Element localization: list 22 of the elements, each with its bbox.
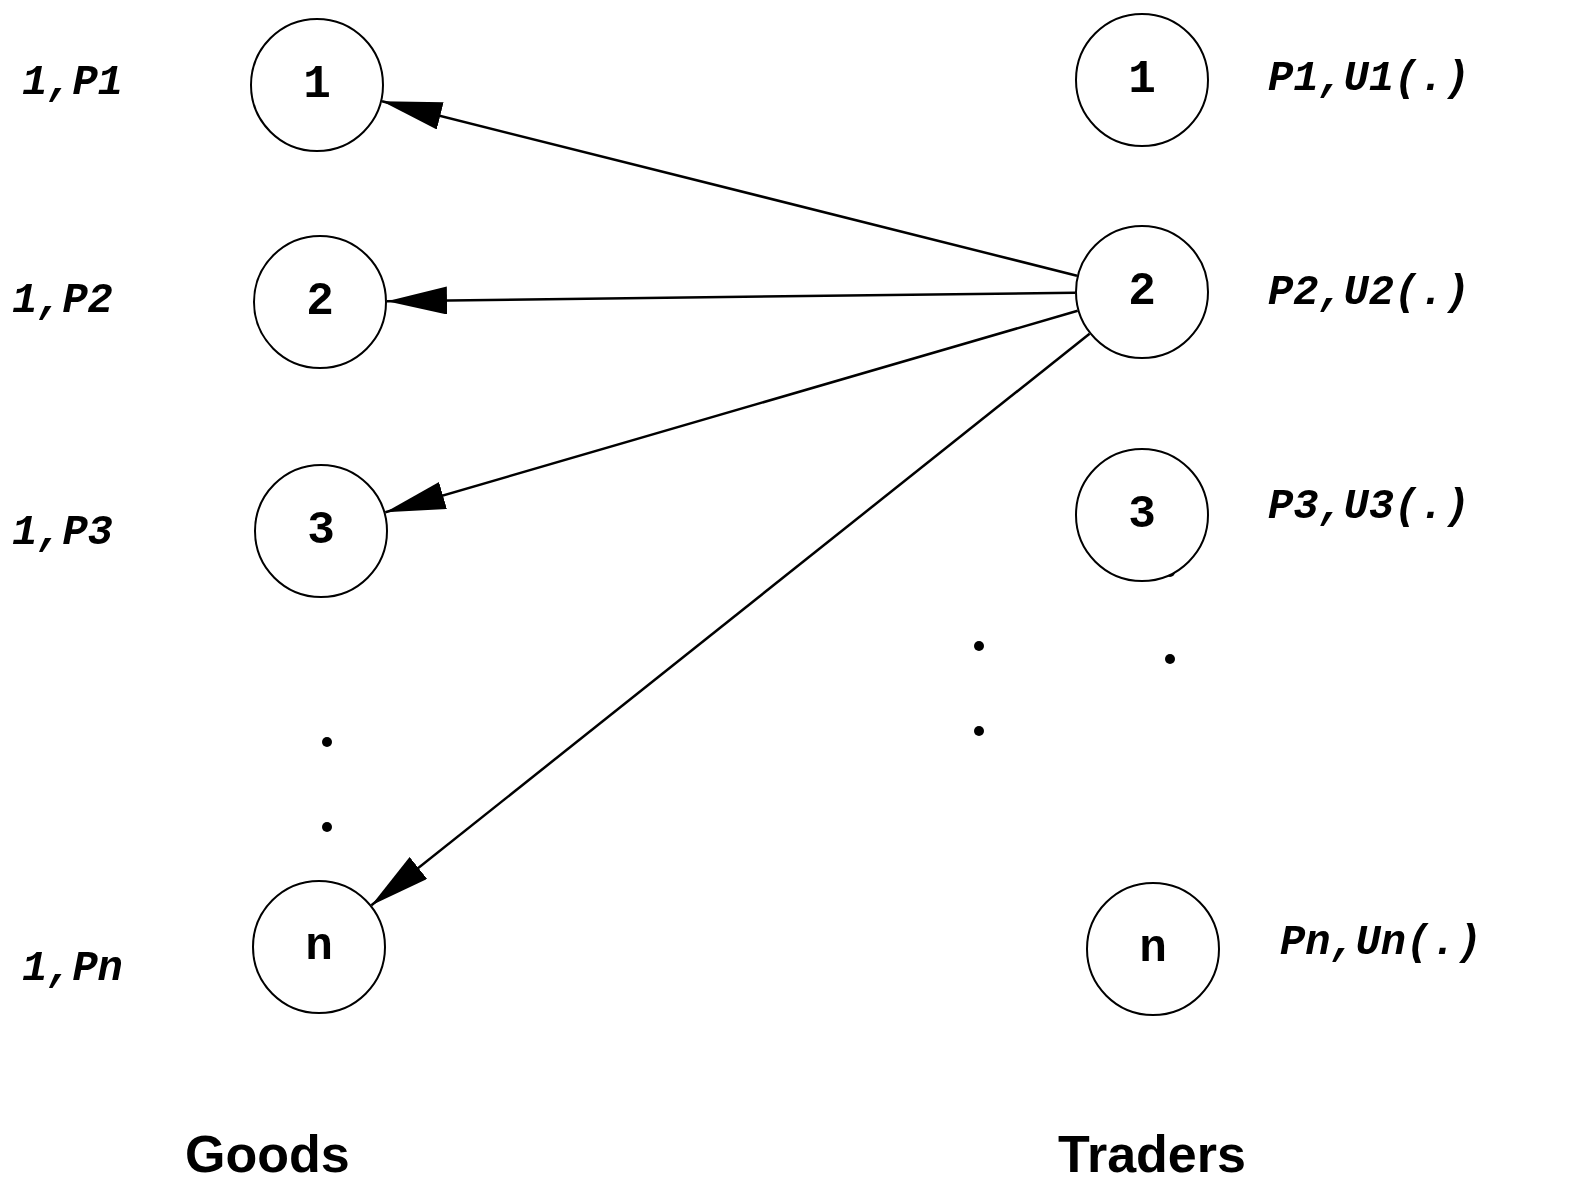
column-heading: Goods <box>185 1128 350 1180</box>
node-caption: 1,P2 <box>12 280 113 322</box>
node-number: 1 <box>303 62 331 108</box>
arrow <box>387 286 1076 315</box>
node-number: 2 <box>306 279 334 325</box>
node-number: 2 <box>1128 269 1156 315</box>
node-number: n <box>305 924 333 970</box>
node-caption: P3,U3(.) <box>1268 486 1470 528</box>
node-caption: 1,Pn <box>22 948 123 990</box>
node-number: 3 <box>307 508 335 554</box>
column-heading: Traders <box>1058 1128 1246 1180</box>
node-number: 1 <box>1128 57 1156 103</box>
node-caption: P1,U1(.) <box>1268 58 1470 100</box>
node-number: n <box>1139 926 1167 972</box>
node-caption: P2,U2(.) <box>1268 272 1470 314</box>
node-caption: 1,P1 <box>22 62 123 104</box>
node-caption: Pn,Un(.) <box>1280 922 1482 964</box>
arrow <box>381 100 1078 277</box>
node-caption: 1,P3 <box>12 512 113 554</box>
node-number: 3 <box>1128 492 1156 538</box>
arrow <box>370 332 1091 907</box>
arrow <box>385 309 1078 514</box>
